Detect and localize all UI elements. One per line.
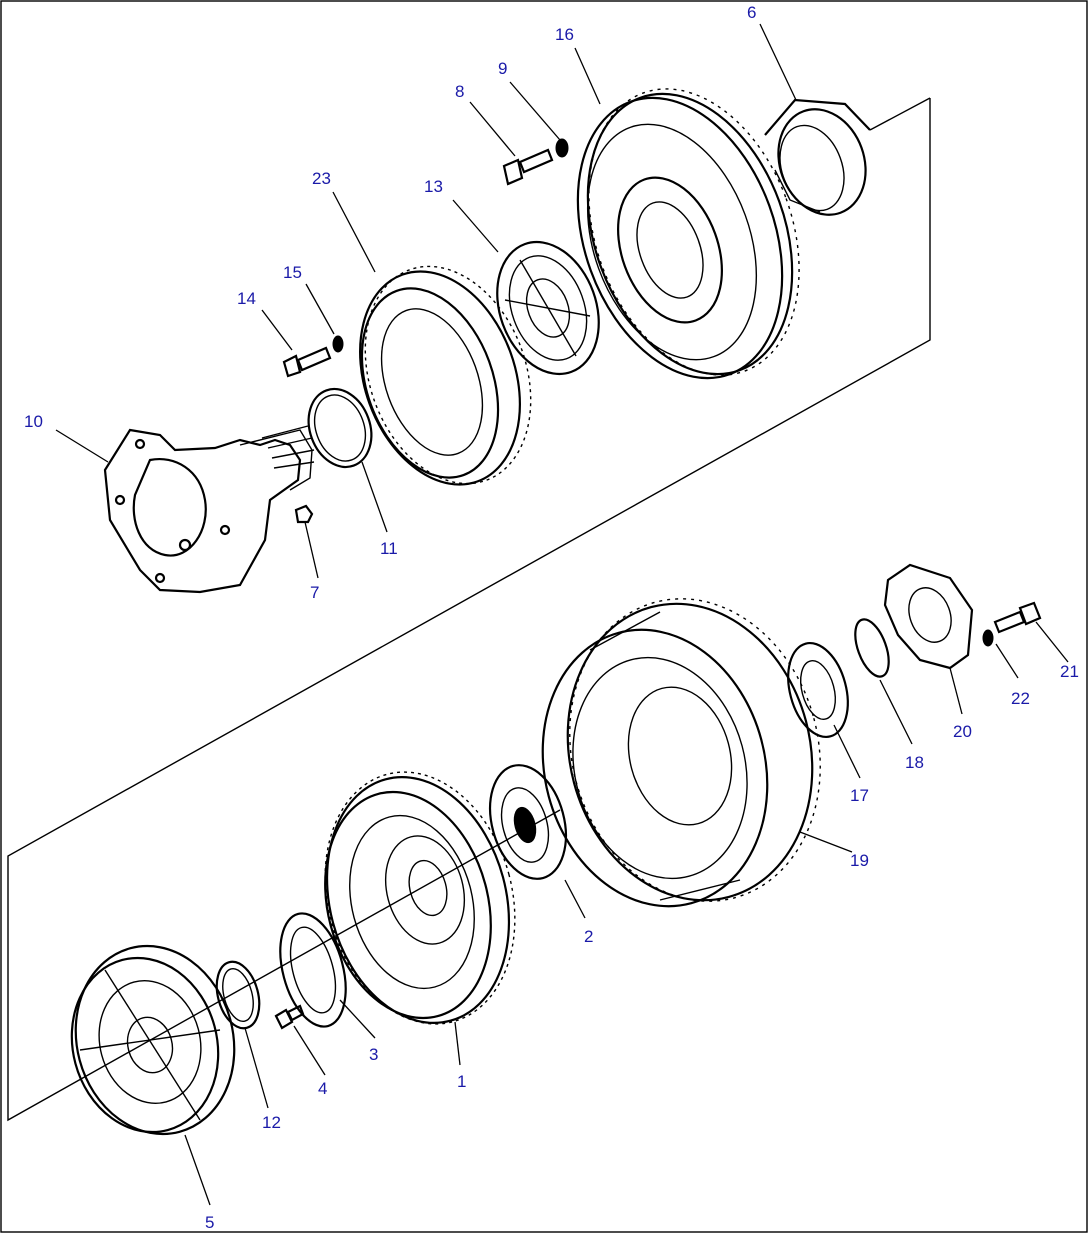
callout-9: 9 [498, 59, 507, 78]
part-housing-19 [541, 598, 821, 908]
part-washer-22 [982, 629, 994, 647]
part-washer-15 [332, 335, 344, 353]
assembly-frame-top [869, 97, 931, 131]
part-flange-20 [883, 563, 974, 670]
callout-7: 7 [310, 583, 319, 602]
callout-19: 19 [850, 851, 869, 870]
callout-21: 21 [1060, 662, 1079, 681]
callout-11: 11 [380, 539, 398, 558]
part-bearing-17 [787, 641, 849, 739]
part-bolt-14 [282, 346, 332, 378]
callout-14: 14 [237, 289, 256, 308]
part-wheel-5 [70, 944, 236, 1136]
part-carrier-16 [576, 88, 800, 380]
callout-23: 23 [312, 169, 331, 188]
callout-6: 6 [747, 3, 756, 22]
callout-22: 22 [1011, 689, 1030, 708]
part-bolt-8 [502, 148, 554, 186]
callout-12: 12 [262, 1113, 281, 1132]
part-impeller-1 [324, 771, 516, 1025]
part-washer-3 [279, 912, 347, 1028]
callout-8: 8 [455, 82, 464, 101]
callout-5: 5 [205, 1213, 214, 1232]
callout-18: 18 [905, 753, 924, 772]
part-housing-10 [103, 425, 315, 594]
part-ring-11 [307, 387, 373, 469]
part-ring-18 [854, 618, 890, 678]
callout-20: 20 [953, 722, 972, 741]
callout-13: 13 [424, 177, 443, 196]
callout-15: 15 [283, 263, 302, 282]
assembly-frame-line [7, 98, 931, 1122]
callout-16: 16 [555, 25, 574, 44]
leader-lines [55, 23, 1069, 1206]
part-plug-7 [294, 504, 314, 524]
callout-2: 2 [584, 927, 593, 946]
callout-17: 17 [850, 786, 869, 805]
callout-3: 3 [369, 1045, 378, 1064]
part-bolt-21 [993, 601, 1042, 634]
part-washer-9 [555, 138, 569, 158]
part-bearing-13 [496, 240, 600, 376]
callout-10: 10 [24, 412, 43, 431]
callout-4: 4 [318, 1079, 327, 1098]
part-stator-2 [489, 764, 567, 880]
part-ring-12 [215, 960, 261, 1030]
callout-labels: 10 7 14 15 11 23 13 8 9 16 6 1 2 3 4 12 … [24, 3, 1079, 1232]
callout-1: 1 [457, 1072, 466, 1091]
part-cover-6 [764, 98, 871, 216]
part-ring-gear-23 [359, 265, 532, 486]
